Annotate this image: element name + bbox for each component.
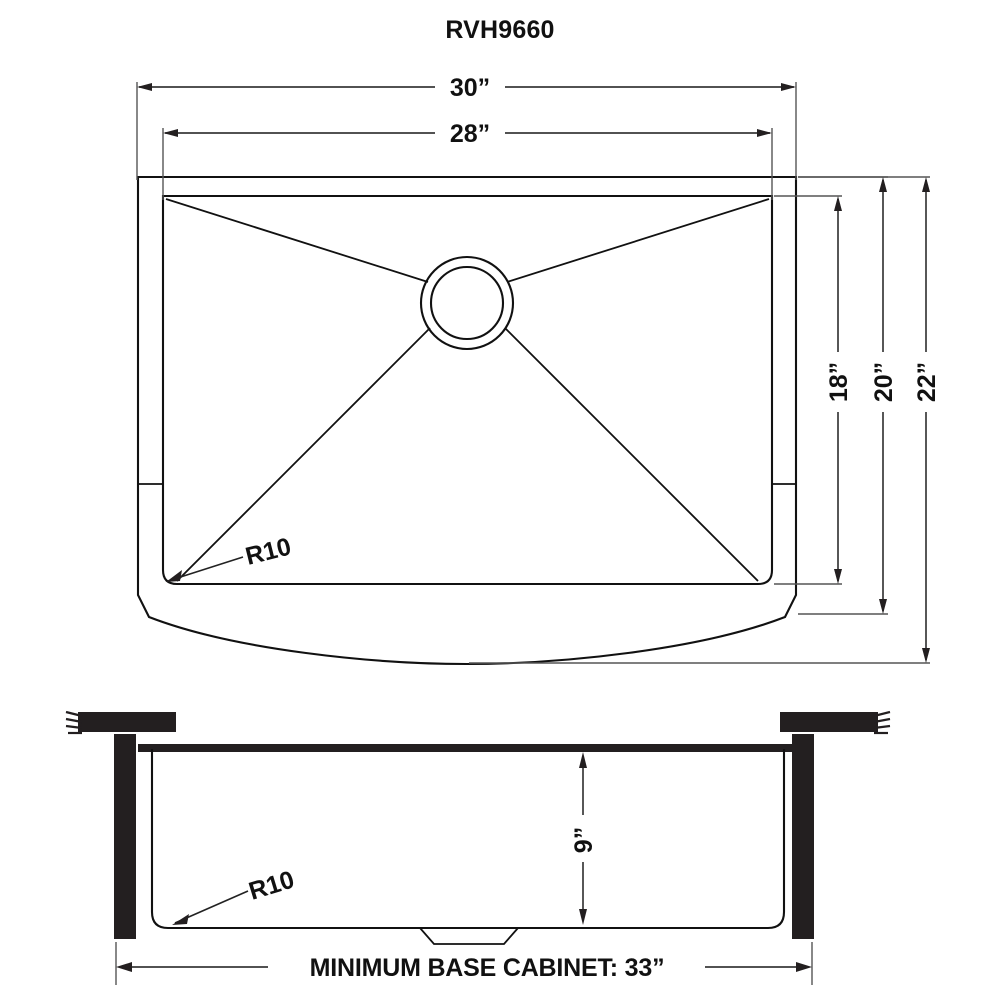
sink-inner-basin bbox=[161, 194, 774, 586]
drain-outlet-front bbox=[419, 927, 519, 945]
dim-overall-width: 30” bbox=[450, 74, 490, 102]
drain-inner-circle bbox=[429, 265, 505, 341]
dim-basin-depth: 20” bbox=[870, 362, 898, 402]
countertop-right bbox=[780, 712, 878, 732]
countertop-right-break-hatch bbox=[873, 710, 891, 735]
sink-body-profile-front bbox=[150, 749, 786, 930]
page-title: RVH9660 bbox=[445, 16, 554, 44]
radius-leader-arrow-top bbox=[166, 570, 182, 582]
dim-overall-depth: 22” bbox=[913, 362, 941, 402]
countertop-left bbox=[78, 712, 176, 732]
top-view-group: R10 bbox=[136, 175, 798, 666]
drain-outer-circle bbox=[419, 255, 515, 351]
sink-rim-line-front bbox=[138, 744, 792, 752]
sink-outer-rim bbox=[136, 175, 798, 666]
dim-inner-width: 28” bbox=[450, 120, 490, 148]
radius-callout-front: R10 bbox=[246, 866, 298, 906]
front-section-view-group: R10 9” MINIMUM BASE CABINET: 33” bbox=[65, 710, 891, 985]
basin-slope-lines bbox=[165, 198, 770, 582]
dim-inner-depth: 18” bbox=[825, 362, 853, 402]
cabinet-wall-right bbox=[792, 734, 814, 939]
cabinet-wall-left bbox=[114, 734, 136, 939]
radius-callout-top: R10 bbox=[243, 533, 294, 571]
radius-leader-arrow-front bbox=[172, 914, 189, 925]
dim-basin-height: 9” bbox=[570, 827, 598, 853]
dim-minimum-base-cabinet: MINIMUM BASE CABINET: 33” bbox=[310, 954, 665, 982]
countertop-left-break-hatch bbox=[65, 710, 83, 735]
top-view-dimensions: 30” 28” 18” 20” bbox=[136, 74, 941, 664]
